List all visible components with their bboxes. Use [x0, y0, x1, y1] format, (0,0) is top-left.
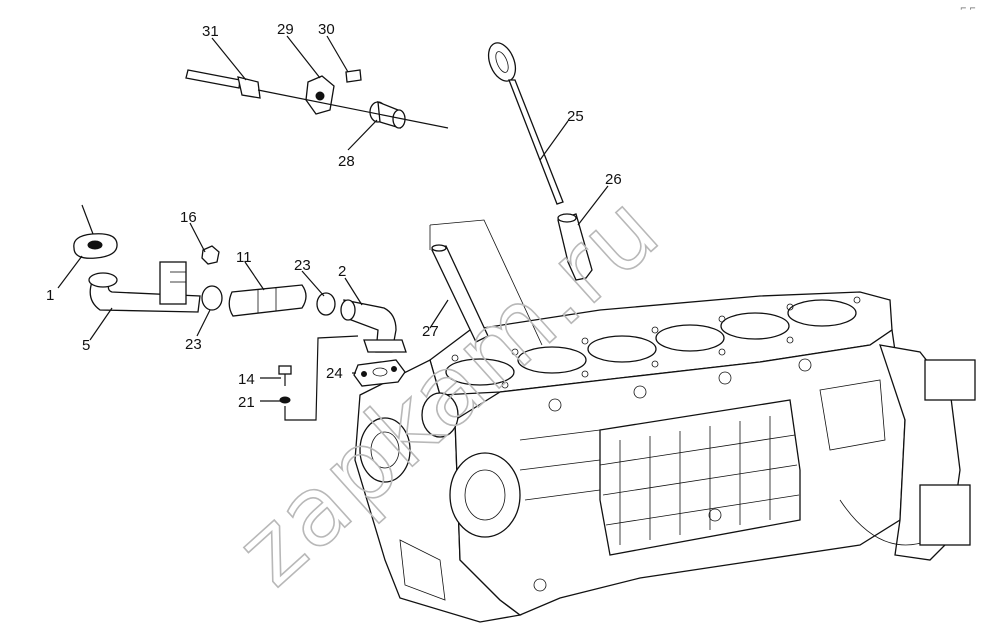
callout-28: 28: [338, 153, 355, 170]
screw-30: [345, 69, 362, 83]
guide-sleeve-26: [557, 213, 593, 281]
dipstick-tube-27: [429, 219, 543, 346]
clamp-23b: [316, 292, 336, 316]
assembly-guide-line: [284, 335, 359, 421]
callout-21: 21: [238, 394, 255, 411]
bolt-14: [278, 365, 292, 386]
callout-27: 27: [422, 323, 439, 340]
nut-16: [201, 245, 220, 265]
leader-lines: [57, 35, 609, 402]
fitting-axis-line: [257, 89, 449, 129]
washer-21: [279, 396, 291, 404]
pin-31: [185, 69, 261, 99]
callout-24: 24: [326, 365, 343, 382]
hose-11: [228, 284, 307, 317]
callout-1: 1: [46, 287, 54, 304]
dipstick-25: [487, 42, 564, 205]
elbow-pipe-5: [88, 261, 201, 313]
bushing-28: [369, 100, 406, 129]
callout-16: 16: [180, 209, 197, 226]
callout-14: 14: [238, 371, 255, 388]
callout-2: 2: [338, 263, 346, 280]
corner-mark: ⌐ ⌐: [960, 4, 976, 13]
elbow-2: [340, 299, 407, 353]
gasket-24: [353, 359, 406, 387]
flange-1: [73, 233, 118, 259]
callout-23-left: 23: [185, 336, 202, 353]
callout-29: 29: [277, 21, 294, 38]
callout-11: 11: [236, 249, 252, 266]
callout-23-right: 23: [294, 257, 311, 274]
callout-26: 26: [605, 171, 622, 188]
bracket-29: [305, 75, 335, 115]
clamp-23a: [201, 285, 223, 311]
cylinder-block: [354, 291, 976, 623]
callout-5: 5: [82, 337, 90, 354]
callout-31: 31: [202, 23, 219, 40]
callout-30: 30: [318, 21, 335, 38]
callout-25: 25: [567, 108, 584, 125]
